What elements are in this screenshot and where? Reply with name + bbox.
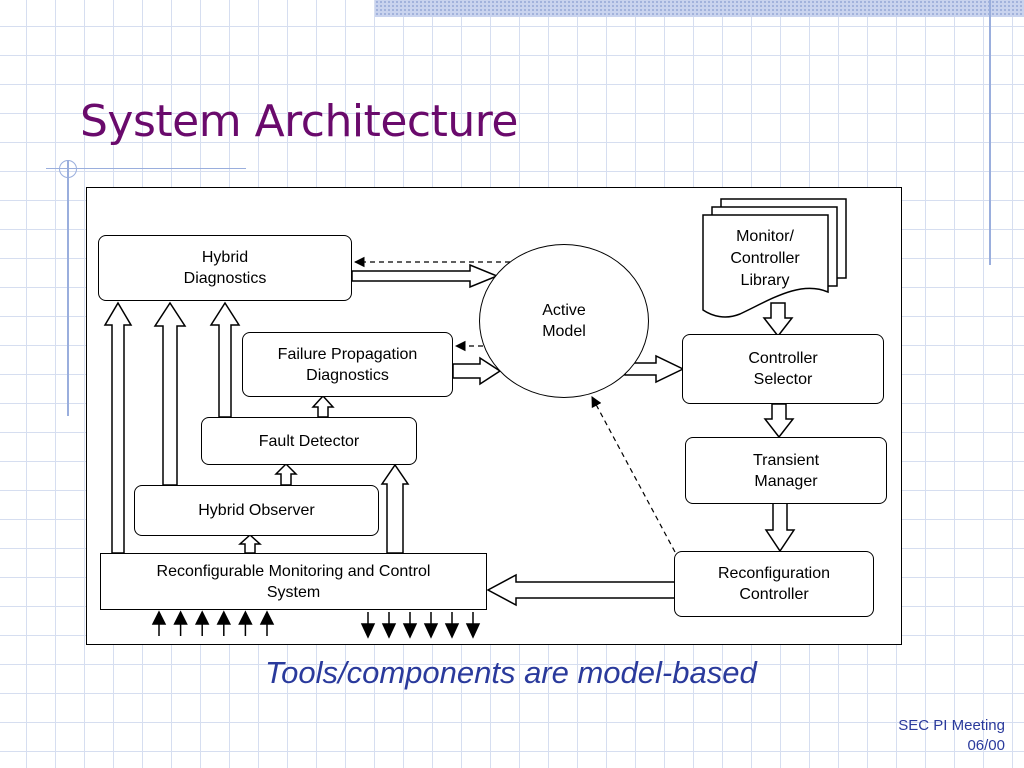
hollow-arrow-rmcs-to-hybrid-diagnostics [103, 301, 133, 554]
slide-footer: SEC PI Meeting 06/00 [898, 716, 1005, 756]
hollow-arrow-fault-detector-to-fpd [311, 394, 335, 418]
footer-date: 06/00 [967, 737, 1005, 754]
slide-caption: Tools/components are model-based [265, 655, 757, 690]
hollow-arrow-hd-to-active-model [351, 263, 499, 289]
input-arrow-head [173, 610, 188, 625]
output-arrows [360, 612, 481, 639]
library-label: Monitor/ Controller Library [730, 228, 800, 289]
dashed-arrow-to-active-model [591, 396, 676, 553]
active-model-node: Active Model [479, 244, 649, 398]
decor-line-title [46, 168, 246, 169]
failure-propagation-diagnostics-box: Failure Propagation Diagnostics [242, 332, 453, 397]
input-arrow-head [216, 610, 232, 625]
reconfiguration-controller-box: Reconfiguration Controller [674, 551, 874, 617]
hollow-arrow-rmcs-to-observer [238, 533, 262, 554]
top-decor-band [375, 0, 1024, 17]
hollow-arrow-observer-to-hybrid-diagnostics [153, 301, 187, 486]
decor-circle [59, 160, 77, 178]
hollow-arrow-active-model-to-controller-selector [624, 354, 685, 384]
input-arrow-head [238, 610, 253, 625]
input-arrow-head [151, 610, 167, 625]
output-arrow-head [423, 623, 439, 639]
input-arrow-head [194, 610, 210, 625]
output-arrow-head [381, 623, 397, 639]
output-arrow-head [444, 623, 460, 639]
library-document-stack [702, 198, 847, 318]
fault-detector-box: Fault Detector [201, 417, 417, 465]
output-arrow-head [402, 623, 418, 639]
decor-line-right [989, 0, 991, 265]
footer-meeting: SEC PI Meeting [898, 717, 1005, 734]
controller-selector-box: Controller Selector [682, 334, 884, 404]
input-arrow-head [259, 610, 275, 625]
hollow-arrow-fault-detector-to-hybrid-diagnostics [209, 301, 241, 418]
hollow-arrow-rmcs-to-fault-detector [380, 463, 410, 554]
decor-line-left [67, 160, 69, 416]
hybrid-diagnostics-box: Hybrid Diagnostics [98, 235, 352, 301]
hollow-arrow-transient-manager-to-reconfig [764, 502, 796, 553]
reconfigurable-monitoring-box: Reconfigurable Monitoring and Control Sy… [100, 553, 487, 610]
output-arrow-head [465, 623, 481, 639]
hollow-arrow-observer-to-fault-detector [274, 462, 298, 486]
hollow-arrow-library-to-controller-selector [762, 302, 794, 338]
hollow-arrow-controller-selector-to-transient-manager [763, 403, 795, 439]
hollow-arrow-reconfig-to-rmcs [486, 573, 676, 607]
hybrid-observer-box: Hybrid Observer [134, 485, 379, 536]
input-arrows [151, 610, 275, 636]
slide-title: System Architecture [80, 96, 518, 147]
output-arrow-head [360, 623, 376, 639]
transient-manager-box: Transient Manager [685, 437, 887, 504]
hollow-arrow-fpd-to-active-model [452, 356, 502, 386]
